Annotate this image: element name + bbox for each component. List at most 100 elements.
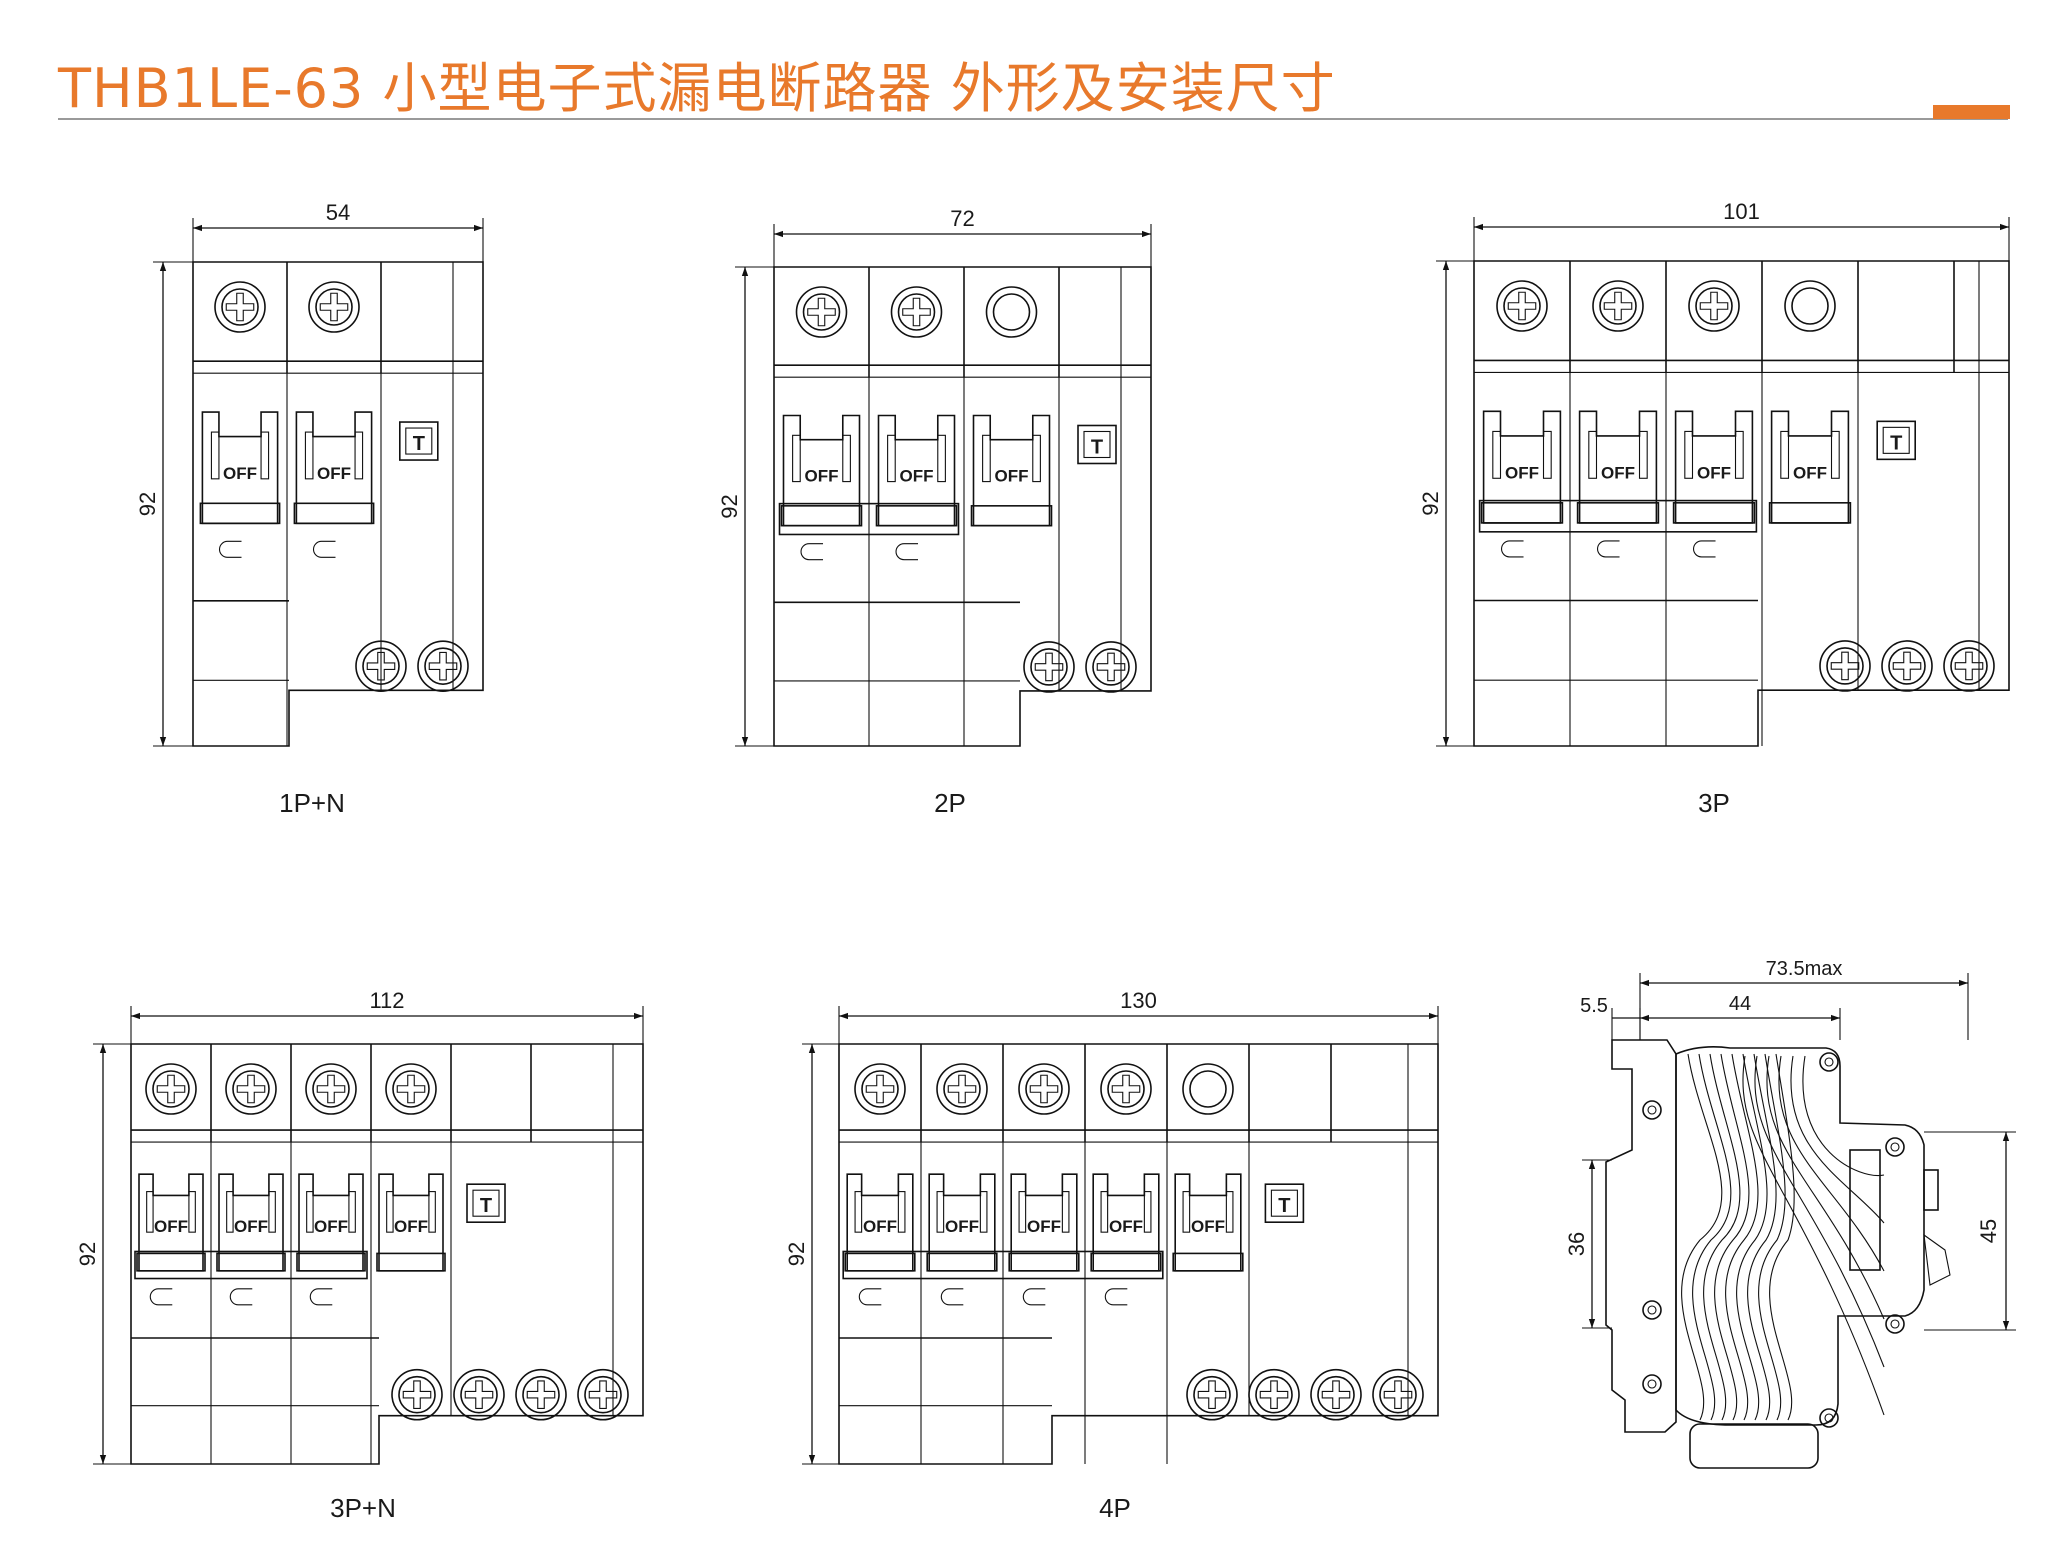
handle-off-label: OFF <box>314 1217 348 1236</box>
width-dimension: 72 <box>773 206 1152 267</box>
terminal-screw-icon <box>145 1063 197 1115</box>
overall-width-label: 73.5max <box>1766 958 1843 980</box>
mount-hole-icon <box>1885 1137 1905 1157</box>
neutral-terminal-icon <box>985 286 1038 338</box>
variant-label: 3P+N <box>330 1493 396 1523</box>
height-label: 92 <box>75 1242 100 1266</box>
handle-off-label: OFF <box>995 467 1029 486</box>
pole-handle: OFF <box>926 1173 998 1306</box>
mount-hole-icon <box>1819 1408 1839 1428</box>
width-label: 72 <box>950 206 974 231</box>
width-dimension: 130 <box>838 988 1439 1044</box>
pole-handle: OFF <box>216 1173 286 1306</box>
test-button-label: T <box>1278 1195 1290 1217</box>
overall-width-dimension: 73.5max <box>1639 958 1969 1040</box>
pole-handle: OFF <box>293 411 375 558</box>
pole-handle: OFF <box>1480 410 1564 558</box>
handle-off-label: OFF <box>317 464 351 483</box>
label-plate <box>1849 1149 1881 1271</box>
terminal-screw-icon <box>385 1063 437 1115</box>
offset-dimension: 5.5 <box>1580 995 1640 1040</box>
terminal-screw-icon <box>577 1368 629 1421</box>
pole-handle: OFF <box>1090 1173 1162 1306</box>
body-width-dimension: 44 <box>1639 993 1841 1040</box>
neutral-terminal-icon <box>1784 280 1836 332</box>
terminal-screw-icon <box>890 286 943 338</box>
pole-handle: OFF <box>1768 410 1852 524</box>
terminal-screw-icon <box>308 281 360 333</box>
neutral-terminal-icon <box>1182 1063 1234 1115</box>
width-label: 112 <box>369 988 404 1013</box>
handle-off-label: OFF <box>1191 1217 1225 1236</box>
terminal-screw-icon <box>1085 641 1137 693</box>
test-button-icon: T <box>398 421 439 461</box>
variant-label: 1P+N <box>279 788 345 818</box>
terminal-screw-icon <box>355 640 407 692</box>
body-width-label: 44 <box>1729 993 1751 1015</box>
handle-off-label: OFF <box>1505 463 1539 482</box>
width-label: 101 <box>1723 199 1760 224</box>
title-rule <box>58 118 2008 120</box>
test-button-label: T <box>1091 436 1103 458</box>
terminal-screw-icon <box>854 1063 906 1115</box>
side-bottom-tab <box>1689 1423 1819 1469</box>
test-button-icon: T <box>466 1183 506 1223</box>
front-height-label: 45 <box>1976 1219 2001 1243</box>
terminal-screw-icon <box>1592 280 1644 332</box>
pole-handle: OFF <box>970 414 1053 527</box>
variant-label: 3P <box>1698 788 1730 818</box>
front-height-dimension: 45 <box>1924 1131 2016 1331</box>
mount-hole-icon <box>1885 1314 1905 1334</box>
terminal-screw-icon <box>1496 280 1548 332</box>
tie-bar <box>842 1250 1164 1280</box>
pole-handle: OFF <box>296 1173 366 1306</box>
title-accent-bar <box>1933 105 2010 119</box>
pole-handle: OFF <box>376 1173 446 1272</box>
handle-off-label: OFF <box>394 1217 428 1236</box>
pole-handle: OFF <box>780 414 863 561</box>
height-label: 92 <box>1418 491 1443 515</box>
test-button-icon: T <box>1264 1183 1305 1223</box>
terminal-screw-icon <box>305 1063 357 1115</box>
rail-height-label: 36 <box>1564 1232 1589 1256</box>
handle-off-label: OFF <box>1109 1217 1143 1236</box>
handle-off-label: OFF <box>1793 463 1827 482</box>
terminal-screw-icon <box>1018 1063 1070 1115</box>
rail-height-dimension: 36 <box>1564 1159 1612 1329</box>
terminal-screw-icon <box>1023 641 1075 693</box>
terminal-screw-icon <box>417 640 469 692</box>
width-dimension: 101 <box>1473 199 2010 261</box>
terminal-screw-icon <box>225 1063 277 1115</box>
height-label: 92 <box>135 492 160 516</box>
terminal-screw-icon <box>1186 1368 1238 1421</box>
height-dimension: 92 <box>1418 260 1474 747</box>
height-label: 92 <box>784 1242 809 1266</box>
offset-label: 5.5 <box>1580 995 1608 1017</box>
pole-handle: OFF <box>199 411 281 558</box>
width-label: 130 <box>1120 988 1157 1013</box>
handle-off-label: OFF <box>945 1217 979 1236</box>
mount-hole-icon <box>1642 1100 1662 1120</box>
terminal-screw-icon <box>453 1368 505 1421</box>
breaker-view-1pn: OFF OFF T 54 92 1P+N <box>135 200 484 818</box>
mount-hole-icon <box>1642 1374 1662 1394</box>
terminal-screw-icon <box>1100 1063 1152 1115</box>
test-button-label: T <box>480 1195 492 1217</box>
width-label: 54 <box>326 200 350 225</box>
terminal-screw-icon <box>1310 1368 1362 1421</box>
height-label: 92 <box>717 494 742 518</box>
height-dimension: 92 <box>784 1043 839 1465</box>
handle-off-label: OFF <box>863 1217 897 1236</box>
terminal-screw-icon <box>1943 640 1995 692</box>
pole-handle: OFF <box>875 414 958 561</box>
terminal-screw-icon <box>391 1368 443 1421</box>
handle-off-label: OFF <box>154 1217 188 1236</box>
tie-bar <box>134 1250 368 1280</box>
terminal-screw-icon <box>214 281 266 333</box>
handle-off-label: OFF <box>1027 1217 1061 1236</box>
test-button-label: T <box>413 433 425 455</box>
breaker-view-3pn: OFF OFF OFF OFF T 112 92 3P+N <box>75 988 644 1523</box>
test-button-icon: T <box>1077 424 1117 465</box>
terminal-screw-icon <box>795 286 848 338</box>
